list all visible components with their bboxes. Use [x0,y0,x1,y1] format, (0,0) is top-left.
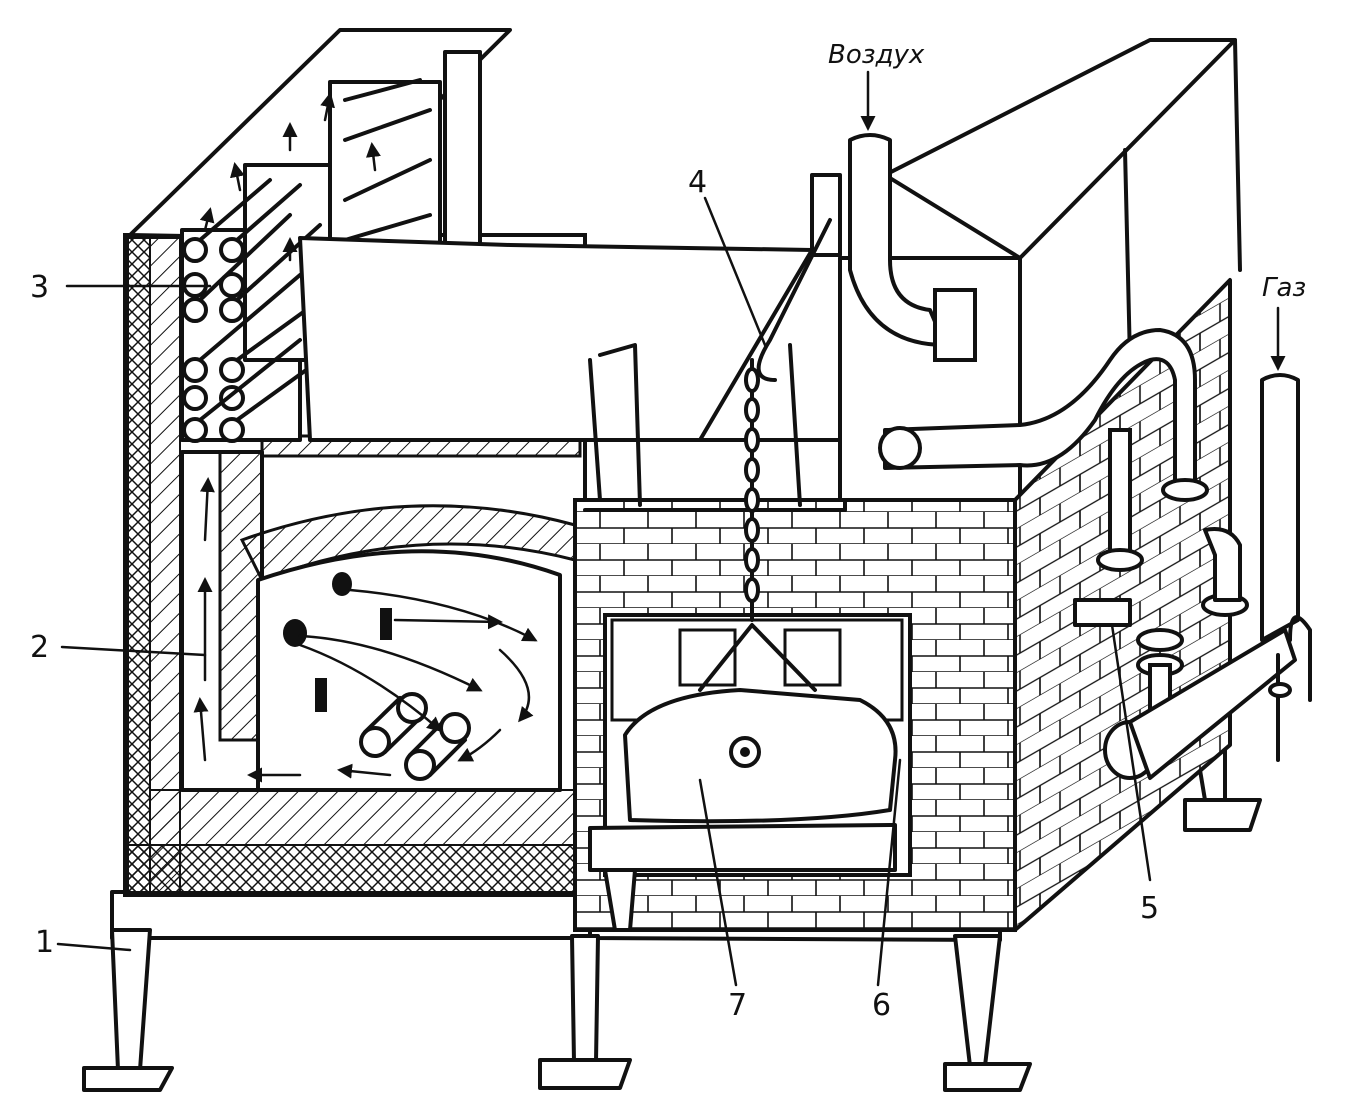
label-2: 2 [30,630,49,665]
air-duct [848,133,947,347]
gas-inlet-pipe [1260,373,1300,642]
label-4: 4 [688,165,707,200]
right-section [838,38,1312,932]
charging-zone [573,173,1017,932]
label-6: 6 [872,988,891,1023]
hoist-chain [698,358,817,692]
gas-flow-arrows [193,477,538,783]
recuperator-tubes [182,78,432,443]
label-7: 7 [728,988,747,1023]
valves [1073,428,1297,780]
label-gas: Газ [1262,273,1306,303]
billets [359,692,471,781]
label-air: Воздух [828,40,925,70]
top-surface [298,236,814,442]
label-3: 3 [30,270,49,305]
hearth-plate [588,823,897,872]
callouts: 3 2 1 4 5 6 7 Воздух Газ [30,40,1306,1023]
label-5: 5 [1140,891,1159,926]
label-1: 1 [35,925,54,960]
